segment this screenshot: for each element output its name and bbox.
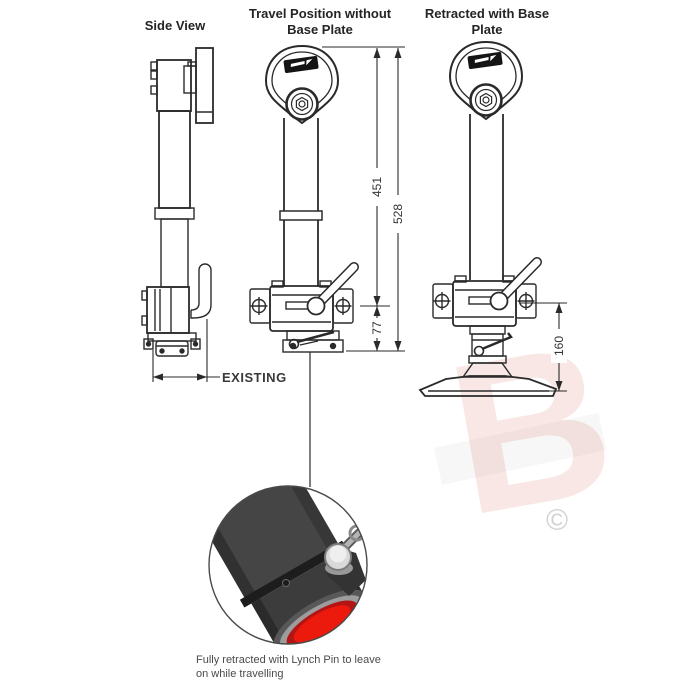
- existing-label: EXISTING: [222, 370, 287, 385]
- dimension-451: 451: [370, 177, 384, 197]
- clamp-body: [146, 286, 190, 334]
- dimension-arrows: [153, 48, 563, 391]
- outer-tube: [158, 110, 191, 209]
- base-plate: [418, 375, 558, 397]
- foot-plate: [147, 332, 197, 342]
- retracted-view-title-line2: Plate: [471, 22, 502, 37]
- detail-caption-line2: on while travelling: [196, 668, 283, 680]
- dimension-160: 160: [552, 336, 566, 356]
- clamp-assembly: [249, 262, 359, 332]
- travel-view-title-line2: Base Plate: [287, 22, 353, 37]
- side-view-drawing: [141, 47, 214, 357]
- side-view-title: Side View: [145, 18, 206, 33]
- red-cap: [293, 605, 351, 643]
- tube-collar: [279, 210, 323, 221]
- retracted-view-drawing: [418, 40, 558, 397]
- travel-view-drawing: [249, 44, 359, 353]
- dimension-77: 77: [370, 321, 384, 335]
- detail-circle-outline: [208, 485, 368, 645]
- brand-logo-badge: [283, 55, 319, 74]
- teardrop-handle: [264, 44, 340, 125]
- retracted-view-title-line1: Retracted with Base: [425, 6, 549, 21]
- dimension-528: 528: [391, 204, 405, 224]
- bottom-plate-with-lynch-pin: [282, 330, 344, 353]
- clamp-handle: [198, 263, 212, 271]
- travel-view-title-line1: Travel Position without: [249, 6, 392, 21]
- detail-caption-line1: Fully retracted with Lynch Pin to leave: [196, 654, 381, 666]
- winding-hub: [285, 87, 319, 121]
- gearbox: [156, 59, 192, 112]
- copyright-symbol: ©: [546, 504, 568, 537]
